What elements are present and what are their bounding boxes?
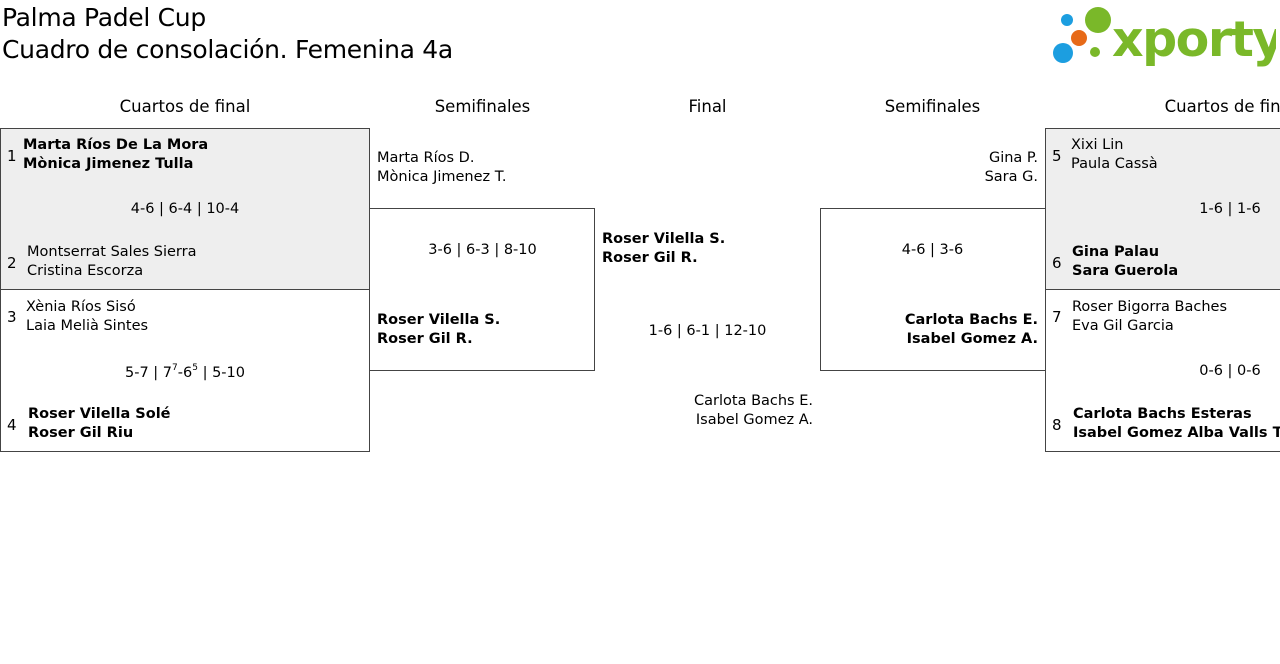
match-score: 0-6 | 0-6 (1199, 363, 1261, 379)
match-score: 5-7 | 77-65 | 5-10 (125, 363, 245, 381)
seed-number: 5 (1052, 147, 1062, 165)
team-winner: Marta Ríos De La Mora Mònica Jimenez Tul… (23, 136, 208, 174)
seed-number: 3 (7, 308, 17, 326)
team-winner: Roser Vilella Solé Roser Gil Riu (28, 405, 171, 443)
team-loser: Xènia Ríos Sisó Laia Melià Sintes (26, 298, 148, 336)
player-name: Paula Cassà (1071, 156, 1158, 172)
player-name: Roser Vilella S. (377, 312, 501, 328)
qf-right-match-2 (1045, 289, 1280, 452)
player-name: Gina P. (988, 150, 1038, 166)
logo-dot-orange (1071, 30, 1087, 46)
player-name: Roser Vilella S. (602, 231, 726, 247)
logo-dot-blue-small (1061, 14, 1073, 26)
player-name: Laia Melià Sintes (26, 318, 149, 334)
final-score: 1-6 | 6-1 | 12-10 (648, 323, 767, 339)
team-winner: Gina Palau Sara Guerola (1072, 243, 1178, 281)
sf-left-team-b: Roser Vilella S. Roser Gil R. (377, 311, 500, 349)
sf-right-team-a: Gina P. Sara G. (838, 149, 1038, 187)
seed-number: 2 (7, 254, 17, 272)
page-title: Palma Padel Cup (2, 3, 206, 32)
player-name: Roser Gil R. (377, 331, 473, 347)
player-name: Gina Palau (1072, 244, 1160, 260)
sf-left-team-a: Marta Ríos D. Mònica Jimenez T. (377, 149, 507, 187)
player-name: Sara Guerola (1072, 263, 1179, 279)
match-score: 4-6 | 3-6 (901, 242, 964, 258)
qf-right-region: 5 Xixi Lin Paula Cassà 1-6 | 1-6 6 Gina … (1045, 128, 1280, 452)
team-winner: Carlota Bachs Esteras Isabel Gomez Alba … (1073, 405, 1280, 443)
seed-number: 1 (7, 147, 17, 165)
seed-number: 6 (1052, 254, 1062, 272)
qf-right-match-1 (1045, 128, 1280, 290)
player-name: Isabel Gomez A. (695, 412, 813, 428)
sf-right-team-b: Carlota Bachs E. Isabel Gomez A. (838, 311, 1038, 349)
round-header-right-quarterfinals: Cuartos de final (1164, 97, 1280, 116)
logo-dot-blue-large (1053, 43, 1073, 63)
player-name: Roser Bigorra Baches (1072, 299, 1228, 315)
player-name: Mònica Jimenez Tulla (23, 156, 194, 172)
player-name: Montserrat Sales Sierra (27, 244, 197, 260)
player-name: Marta Ríos De La Mora (23, 137, 209, 153)
final-team-runner-up: Carlota Bachs E. Isabel Gomez A. (620, 392, 813, 430)
round-header-right-semifinals: Semifinales (884, 97, 981, 116)
match-score: 4-6 | 6-4 | 10-4 (130, 201, 240, 217)
player-name: Mònica Jimenez T. (377, 169, 507, 185)
team-loser: Montserrat Sales Sierra Cristina Escorza (27, 243, 197, 281)
match-score: 1-6 | 1-6 (1199, 201, 1261, 217)
player-name: Roser Gil Riu (28, 425, 134, 441)
round-header-final: Final (688, 97, 727, 116)
xporty-logo: xporty (1050, 4, 1280, 68)
player-name: Carlota Bachs E. (694, 393, 813, 409)
logo-dot-green-small (1090, 47, 1100, 57)
player-name: Sara G. (984, 169, 1038, 185)
player-name: Xènia Ríos Sisó (26, 299, 136, 315)
logo-wordmark: xporty (1112, 11, 1276, 68)
player-name: Roser Gil R. (602, 250, 698, 266)
player-name: Cristina Escorza (27, 263, 144, 279)
seed-number: 4 (7, 416, 17, 434)
player-name: Carlota Bachs Esteras (1073, 406, 1252, 422)
round-header-left-quarterfinals: Cuartos de final (119, 97, 251, 116)
player-name: Eva Gil Garcia (1072, 318, 1174, 334)
seed-number: 7 (1052, 308, 1062, 326)
player-name: Marta Ríos D. (377, 150, 475, 166)
seed-number: 8 (1052, 416, 1062, 434)
round-header-left-semifinals: Semifinales (434, 97, 531, 116)
player-name: Carlota Bachs E. (904, 312, 1038, 328)
qf-left-match-1 (0, 128, 370, 290)
logo-dot-green (1085, 7, 1111, 33)
final-team-champion: Roser Vilella S. Roser Gil R. (602, 230, 725, 268)
sf-left-match (369, 208, 595, 371)
player-name: Roser Vilella Solé (28, 406, 171, 422)
match-score: 3-6 | 6-3 | 8-10 (428, 242, 537, 258)
draw-subtitle: Cuadro de consolación. Femenina 4a (2, 35, 453, 64)
player-name: Isabel Gomez A. (906, 331, 1038, 347)
player-name: Xixi Lin (1071, 137, 1124, 153)
team-loser: Xixi Lin Paula Cassà (1071, 136, 1158, 174)
team-loser: Roser Bigorra Baches Eva Gil Garcia (1072, 298, 1227, 336)
player-name: Isabel Gomez Alba Valls Tab (1073, 425, 1280, 441)
